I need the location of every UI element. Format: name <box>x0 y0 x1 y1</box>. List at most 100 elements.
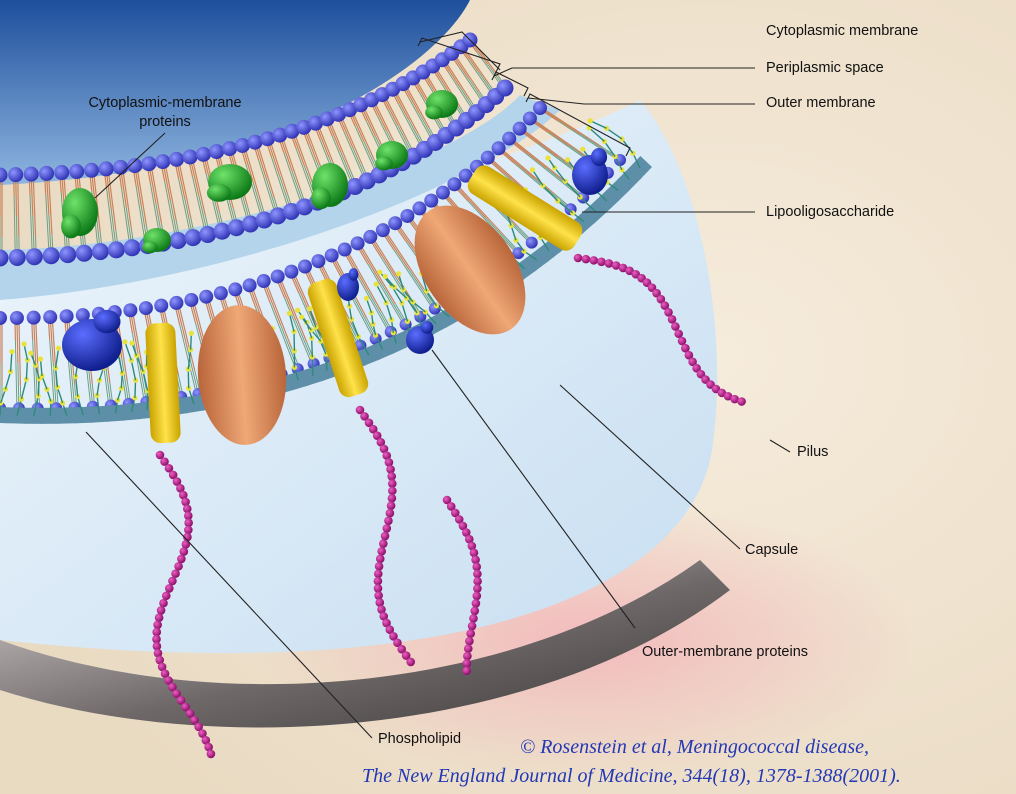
pilus-bead <box>464 644 473 653</box>
cytoplasmic-membrane-head <box>43 247 60 264</box>
cytoplasmic-membrane-head <box>209 144 224 159</box>
label-capsule: Capsule <box>745 542 798 558</box>
outer-membrane-head <box>338 243 352 257</box>
sugar-unit <box>307 306 312 311</box>
label-outer-membrane: Outer membrane <box>766 95 876 111</box>
label-cytoplasmic-membrane-proteins: Cytoplasmic-membrane proteins <box>60 94 270 132</box>
pilus-bead <box>165 584 174 593</box>
cytoplasmic-membrane-head <box>84 163 99 178</box>
pilus-bead <box>465 637 474 646</box>
pilus-bead <box>377 547 386 556</box>
sugar-unit <box>28 351 33 356</box>
outer-membrane-head <box>214 286 228 300</box>
label-phospholipid: Phospholipid <box>378 731 461 747</box>
outer-membrane-head <box>60 309 74 323</box>
pilus-bead <box>157 606 166 615</box>
pilus-bead <box>376 555 385 564</box>
cytoplasmic-membrane-head <box>183 149 198 164</box>
label-cytoplasmic-membrane: Cytoplasmic membrane <box>766 23 918 39</box>
pilus-bead <box>605 259 614 268</box>
outer-membrane-head <box>481 151 495 165</box>
pilus-bead <box>388 487 397 496</box>
pilus-bead <box>473 584 482 593</box>
pilus-bead <box>472 599 481 608</box>
cytoplasmic-membrane-protein-lobe <box>207 184 231 202</box>
label-outer-membrane-proteins: Outer-membrane proteins <box>642 644 808 660</box>
pilus-bead <box>466 629 475 638</box>
outer-membrane-protein-lobe <box>591 148 607 166</box>
outer-membrane-head <box>228 282 242 296</box>
pilus-bead <box>174 562 183 571</box>
cytoplasmic-membrane-head <box>26 248 43 265</box>
pilus-bead <box>463 652 472 661</box>
outer-membrane-head <box>513 122 527 136</box>
pilus-bead <box>589 256 598 265</box>
cytoplasmic-membrane-head <box>170 232 187 249</box>
sugar-unit <box>383 274 388 279</box>
label-cytoplasmic-membrane-proteins-line2: proteins <box>60 113 270 132</box>
outer-membrane-head <box>298 260 312 274</box>
cytoplasmic-membrane-head <box>76 245 93 262</box>
outer-membrane-head <box>311 254 325 268</box>
outer-membrane-head <box>523 111 537 125</box>
outer-membrane-head <box>257 274 271 288</box>
pilus-bead <box>469 614 478 623</box>
outer-membrane-head <box>400 209 414 223</box>
label-cytoplasmic-membrane-proteins-line1: Cytoplasmic-membrane <box>60 94 270 113</box>
cytoplasmic-membrane-head <box>214 223 231 240</box>
cytoplasmic-membrane-protein-lobe <box>425 105 443 119</box>
pilus-bead <box>171 569 180 578</box>
outer-membrane-protein-lobe <box>421 321 434 334</box>
los-core-block <box>8 407 26 423</box>
sugar-unit <box>374 282 379 287</box>
pilus-bead <box>374 569 383 578</box>
sugar-unit <box>287 311 292 316</box>
pilus-bead <box>384 516 393 525</box>
outer-membrane-head <box>447 177 461 191</box>
pilus-bead <box>168 577 177 586</box>
sugar-unit <box>545 155 550 160</box>
cytoplasmic-membrane-head <box>196 147 211 162</box>
cytoplasmic-membrane-head <box>24 167 39 182</box>
cytoplasmic-membrane-head <box>199 226 216 243</box>
pilus-bead <box>468 622 477 631</box>
citation-line-2: The New England Journal of Medicine, 344… <box>362 765 901 788</box>
cytoplasmic-membrane-head <box>92 243 109 260</box>
sugar-unit <box>295 308 300 313</box>
outer-membrane-protein-lobe <box>94 310 121 333</box>
outer-membrane-head <box>10 311 24 325</box>
cytoplasmic-membrane-protein-lobe <box>375 156 393 170</box>
sugar-unit <box>189 331 194 336</box>
outer-membrane-head <box>43 310 57 324</box>
cytoplasmic-membrane-head <box>108 241 125 258</box>
sugar-unit <box>9 349 14 354</box>
cytoplasmic-membrane-head <box>235 138 250 153</box>
pilus-bead <box>386 509 395 518</box>
pilus-bead <box>159 599 168 608</box>
pilus-bead <box>737 397 746 406</box>
outer-membrane-head <box>388 216 402 230</box>
cytoplasmic-membrane-head <box>9 249 26 266</box>
pilus-bead <box>381 532 390 541</box>
sugar-unit <box>56 346 61 351</box>
outer-membrane-head <box>199 290 213 304</box>
sugar-unit <box>588 118 593 123</box>
outer-membrane-head <box>533 101 547 115</box>
outer-membrane-head <box>412 201 426 215</box>
pilus-bead <box>473 577 482 586</box>
pilus-bead <box>177 555 186 564</box>
pilus-bead <box>597 257 606 266</box>
cytoplasmic-membrane-head <box>155 154 170 169</box>
pilus-bead <box>180 547 189 556</box>
pilus-bead <box>162 591 171 600</box>
pilus-bead <box>375 562 384 571</box>
pilus-bead <box>382 524 391 533</box>
outer-membrane-protein-lobe <box>349 268 359 281</box>
outer-membrane-head <box>492 141 506 155</box>
sugar-chain <box>135 380 136 398</box>
pilus-bead <box>462 666 471 675</box>
sugar-unit <box>580 147 585 152</box>
pilus-bead <box>406 658 415 667</box>
pilus-bead <box>207 750 216 759</box>
outer-membrane-head <box>424 194 438 208</box>
